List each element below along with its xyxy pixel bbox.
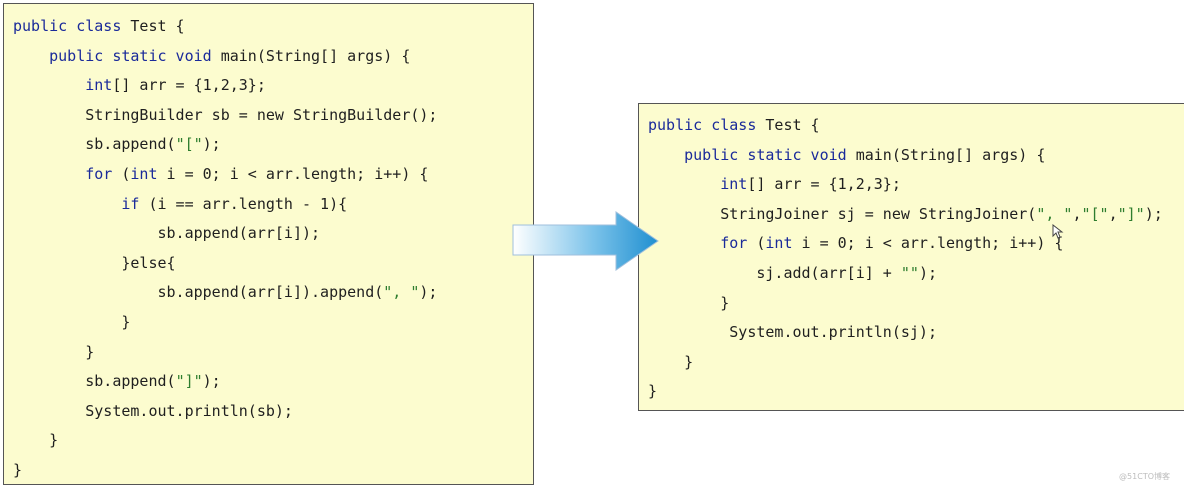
code-token: StringJoiner sj = new StringJoiner( (648, 204, 1037, 223)
code-token (13, 165, 85, 183)
code-token: [] arr = {1,2,3}; (112, 76, 266, 95)
code-line: StringBuilder sb = new StringBuilder(); (13, 106, 437, 124)
code-token: if (121, 194, 140, 213)
code-line: System.out.println(sb); (13, 402, 293, 420)
code-token: "[" (175, 135, 203, 154)
code-token: ); (202, 372, 221, 391)
code-token: [] arr = {1,2,3}; (747, 175, 901, 194)
code-token: main(String[] args) { (846, 145, 1046, 164)
code-token: public class (13, 17, 122, 35)
code-token: Test { (121, 17, 185, 35)
mouse-cursor-icon (1052, 224, 1064, 239)
code-token: for (85, 165, 113, 183)
code-token: sb.append( (13, 135, 176, 154)
code-token: ", " (1036, 204, 1073, 223)
code-token: public static void (49, 46, 212, 65)
code-line: int[] arr = {1,2,3}; (13, 76, 266, 94)
code-token: (i == arr.length - 1){ (139, 194, 348, 213)
code-token: }else{ (13, 253, 176, 272)
code-token: int (130, 165, 158, 183)
code-line: } (13, 343, 94, 361)
code-token: i = 0; i < arr.length; i++) { (157, 165, 429, 183)
code-token: System.out.println(sb); (13, 401, 293, 420)
code-token: ( (112, 165, 131, 183)
code-line: } (13, 461, 22, 479)
code-token (13, 47, 49, 65)
code-token: } (648, 382, 658, 401)
code-token (648, 146, 684, 164)
code-token: } (13, 342, 95, 361)
code-line: } (648, 353, 693, 371)
code-token (648, 175, 720, 193)
code-token: sb.append( (13, 372, 176, 391)
code-line: sb.append("]"); (13, 372, 221, 391)
code-token (13, 195, 121, 213)
code-line: for (int i = 0; i < arr.length; i++) { (13, 165, 428, 183)
code-token: "[" (1081, 204, 1109, 223)
code-token: StringBuilder sb = new StringBuilder(); (13, 105, 438, 124)
code-line: public static void main(String[] args) { (13, 47, 410, 65)
code-token: System.out.println(sj); (648, 323, 937, 342)
code-token: , (1072, 204, 1082, 223)
code-token: ); (918, 264, 937, 282)
code-token: sj.add(arr[i] + (648, 264, 901, 282)
watermark: @51CTO博客 (1119, 472, 1170, 481)
code-token: } (648, 352, 694, 371)
code-token: } (13, 313, 131, 331)
right-arrow-icon (512, 211, 659, 271)
code-token: ); (202, 135, 221, 154)
code-line: sb.append(arr[i]).append(", "); (13, 283, 437, 301)
code-token: } (648, 293, 730, 312)
code-token: int (85, 76, 113, 95)
code-line: } (13, 313, 130, 331)
code-line: StringJoiner sj = new StringJoiner(", ",… (648, 205, 1163, 223)
code-token: } (13, 461, 23, 479)
code-token: for (720, 234, 748, 253)
code-token: sb.append(arr[i]).append( (13, 283, 384, 302)
code-token: ", " (383, 283, 420, 302)
code-line: public static void main(String[] args) { (648, 146, 1045, 164)
code-line: System.out.println(sj); (648, 323, 937, 341)
code-line: public class Test { (13, 17, 185, 35)
code-line: for (int i = 0; i < arr.length; i++) { (648, 234, 1063, 252)
code-token: i = 0; i < arr.length; i++) { (792, 234, 1064, 253)
code-token: } (13, 431, 59, 450)
code-line: } (13, 431, 58, 449)
code-token: int (765, 234, 793, 253)
code-token: int (720, 175, 748, 194)
code-line: } (648, 382, 657, 400)
code-line: }else{ (13, 253, 176, 272)
code-token: "]" (1117, 204, 1145, 223)
code-line: sb.append("["); (13, 135, 221, 154)
code-token: public static void (684, 145, 847, 164)
code-token: main(String[] args) { (211, 46, 411, 65)
code-token: ); (1144, 204, 1163, 223)
code-token: ( (747, 234, 766, 253)
code-line: sj.add(arr[i] + ""); (648, 264, 937, 282)
code-token (13, 76, 85, 94)
code-token: "]" (175, 372, 203, 391)
code-token: "" (900, 264, 919, 282)
code-line: if (i == arr.length - 1){ (13, 195, 347, 213)
code-token: , (1108, 204, 1118, 223)
code-token: sb.append(arr[i]); (13, 224, 321, 243)
left-code-panel: public class Test { public static void m… (3, 3, 534, 485)
code-line: int[] arr = {1,2,3}; (648, 175, 901, 193)
code-token: Test { (756, 116, 820, 134)
code-line: sb.append(arr[i]); (13, 224, 320, 242)
right-code-panel: public class Test { public static void m… (638, 103, 1184, 411)
code-token: public class (648, 116, 757, 134)
code-line: } (648, 294, 729, 312)
code-line: public class Test { (648, 116, 820, 134)
code-token: ); (419, 283, 438, 302)
